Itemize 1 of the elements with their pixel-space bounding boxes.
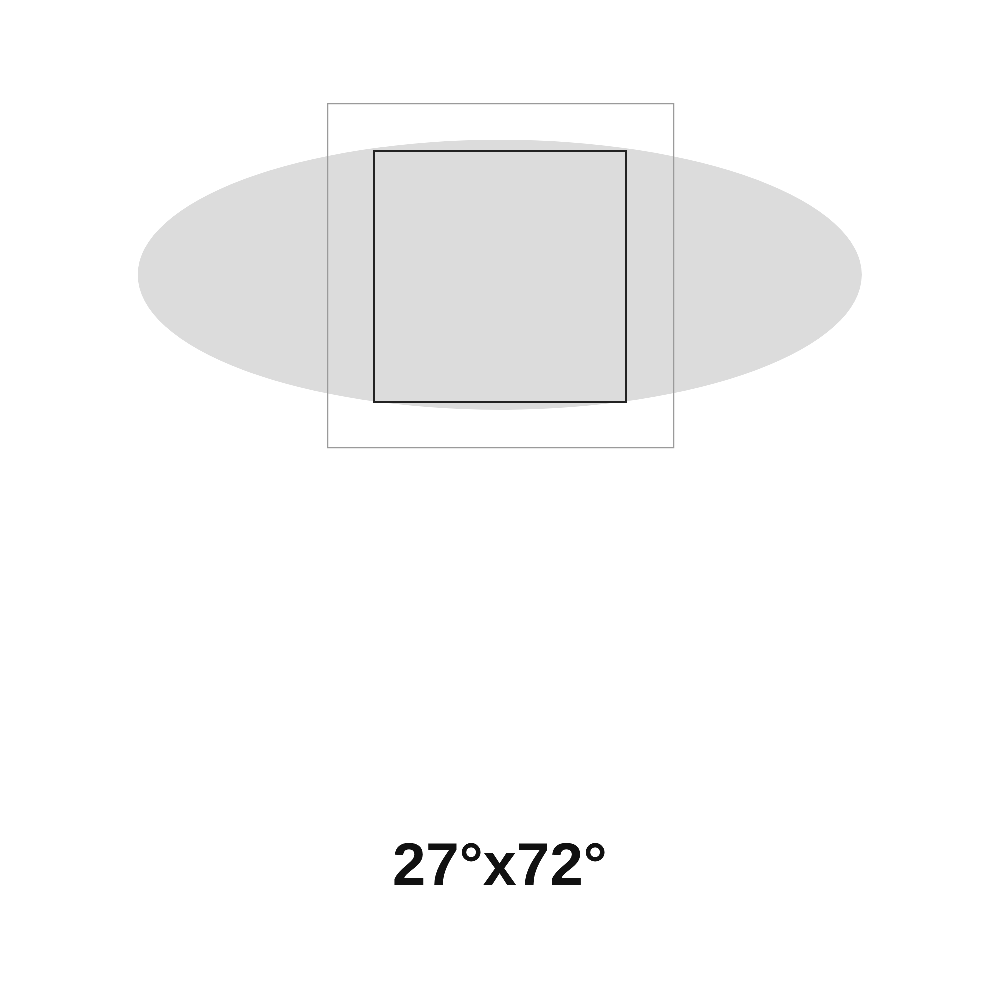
- beam-angle-label: 27°x72°: [392, 835, 608, 895]
